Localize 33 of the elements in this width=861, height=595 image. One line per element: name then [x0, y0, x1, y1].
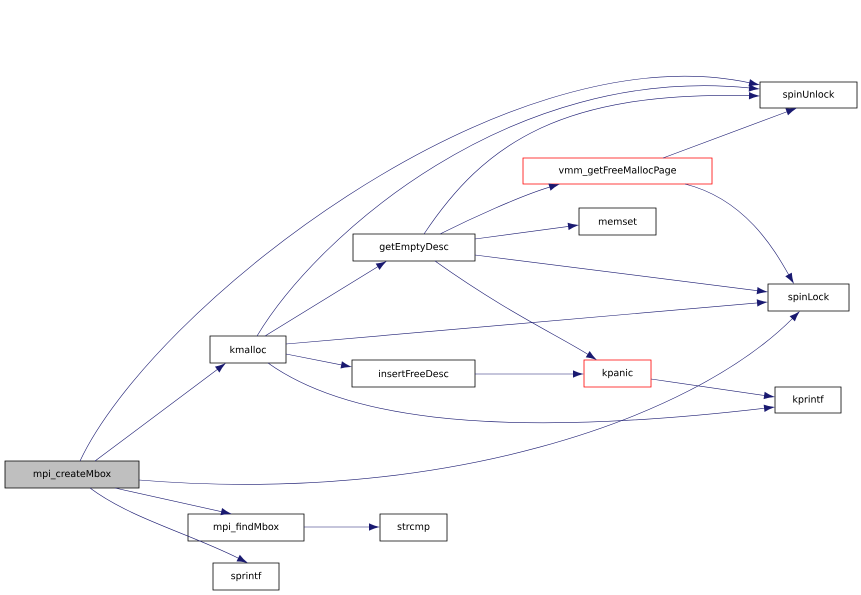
- function-box: mpi_findMbox: [188, 514, 304, 542]
- arrow: [684, 184, 794, 284]
- arrow: [662, 108, 796, 158]
- arrow: [474, 222, 578, 240]
- arrow: [474, 370, 583, 378]
- function-box: spinLock: [768, 284, 850, 312]
- function-box: vmm_getFreeMallocPage: [522, 158, 712, 184]
- arrow: [268, 362, 774, 423]
- function-box: kprintf: [774, 386, 842, 414]
- function-box: kpanic: [584, 360, 652, 388]
- arrow: [424, 92, 759, 234]
- arrow: [474, 254, 767, 294]
- arrow: [440, 184, 560, 234]
- arrow: [138, 312, 800, 484]
- function-box: insertFreeDesc: [352, 360, 476, 388]
- function-box: memset: [578, 208, 656, 236]
- function-box: mpi_createMbox: [4, 460, 140, 488]
- arrow: [650, 378, 774, 399]
- arrow: [256, 84, 759, 336]
- arrow: [264, 261, 386, 336]
- arrow: [94, 364, 226, 462]
- arrow: [434, 260, 596, 360]
- arrow: [80, 76, 759, 462]
- arrow: [286, 354, 351, 368]
- function-box: strcmp: [380, 514, 448, 542]
- function-box: kmalloc: [210, 336, 286, 364]
- arrow: [90, 488, 248, 563]
- function-box: sprintf: [212, 562, 280, 590]
- function-box: getEmptyDesc: [352, 234, 476, 262]
- arrow: [304, 523, 379, 531]
- function-box: spinUnlock: [760, 82, 858, 108]
- arrow: [114, 488, 231, 516]
- arrow: [286, 299, 767, 344]
